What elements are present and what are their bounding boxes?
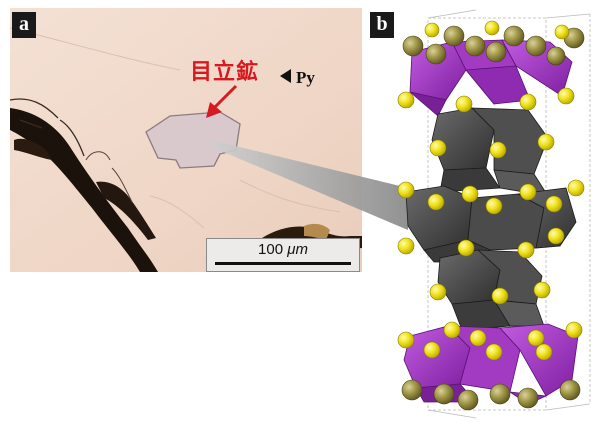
left-triangle-marker-icon bbox=[280, 69, 291, 83]
mineral-name-label: 目立鉱 bbox=[190, 59, 260, 85]
micrograph bbox=[9, 8, 362, 272]
py-label: Py bbox=[296, 68, 315, 87]
scale-bar-value: 100 bbox=[258, 241, 288, 258]
dark-grain bbox=[96, 181, 156, 240]
scale-bar-unit: μm bbox=[287, 241, 308, 258]
dark-polyhedra-layer-lower bbox=[437, 249, 545, 331]
crystal-structure bbox=[397, 9, 591, 419]
sulfur-atoms bbox=[397, 20, 585, 361]
unit-cell-outline bbox=[427, 9, 591, 419]
crack bbox=[85, 151, 133, 203]
bronze-grain bbox=[304, 223, 330, 240]
scale-bar-label: 100 μm bbox=[207, 241, 359, 258]
dark-grain bbox=[14, 138, 52, 160]
zoom-beam bbox=[211, 140, 408, 230]
panel-label-b: b bbox=[370, 12, 394, 38]
scale-bar-line bbox=[215, 262, 351, 265]
crack bbox=[9, 98, 85, 157]
dark-grain bbox=[10, 108, 158, 272]
scale-bar: 100 μm bbox=[206, 238, 360, 272]
panel-label-a: a bbox=[12, 12, 36, 38]
magenta-polyhedra-layer-bottom bbox=[403, 323, 579, 405]
red-arrow-icon bbox=[206, 84, 238, 118]
